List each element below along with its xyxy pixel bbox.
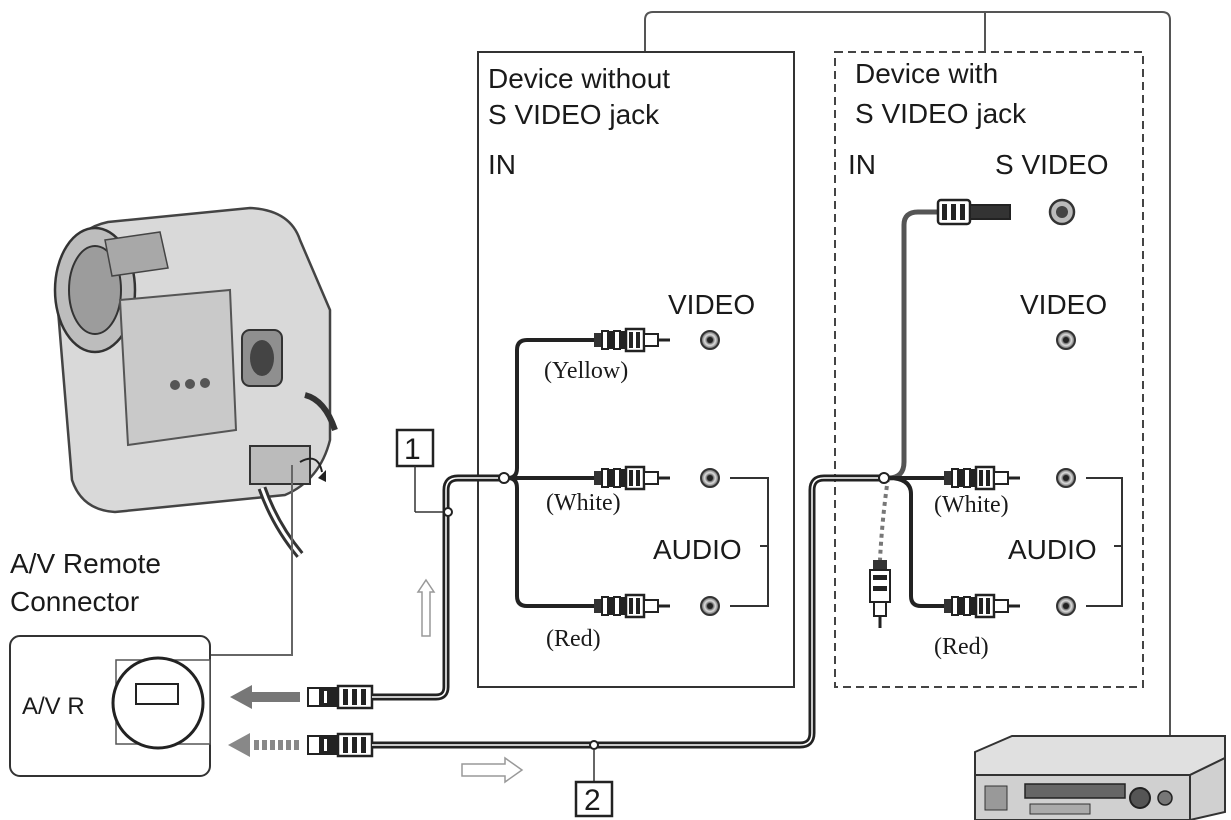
- direction-arrow-up: [416, 578, 436, 637]
- connector-caption-line2: Connector: [10, 586, 139, 617]
- connector-inset: [9, 635, 211, 777]
- av-plug-1: [306, 684, 374, 710]
- panel-without-title-line1: Device without: [488, 63, 670, 94]
- panel-without-audio-label: AUDIO: [653, 534, 742, 565]
- svideo-plug: [936, 198, 1011, 226]
- cable-1: [372, 338, 594, 701]
- panel-with-title-line1: Device with: [855, 58, 998, 89]
- jack-audio-white-with: [1056, 468, 1076, 488]
- label-yellow: (Yellow): [544, 358, 628, 384]
- panel-without-in-label: IN: [488, 149, 516, 180]
- jack-video: [700, 330, 720, 350]
- panel-with-svideo-label: S VIDEO: [995, 149, 1109, 180]
- unused-video-plug: [869, 560, 891, 628]
- audio-bracket-without: [730, 477, 769, 607]
- direction-arrow-right: [461, 756, 524, 784]
- panel-without-svideo: [477, 51, 795, 688]
- cable-2: [372, 209, 944, 749]
- label-white-with: (White): [934, 492, 1009, 518]
- jack-audio-red-with: [1056, 596, 1076, 616]
- panel-without-video-label: VIDEO: [668, 289, 755, 320]
- panel-with-in-label: IN: [848, 149, 876, 180]
- label-white-without: (White): [546, 490, 621, 516]
- camcorder-illustration: [53, 206, 338, 558]
- panel-without-title-line2: S VIDEO jack: [488, 99, 660, 130]
- callout-1: [395, 428, 453, 517]
- callout-2-number: 2: [584, 784, 601, 817]
- panel-with-title-line2: S VIDEO jack: [855, 98, 1027, 129]
- connector-leader-line: [210, 465, 293, 656]
- av-plug-2: [306, 732, 374, 758]
- callout-1-number: 1: [404, 433, 421, 466]
- vcr-illustration: [974, 735, 1226, 820]
- panel-with-audio-label: AUDIO: [1008, 534, 1097, 565]
- panel-with-svideo: [834, 51, 1144, 688]
- jack-video-with: [1056, 330, 1076, 350]
- plug-in-arrow-solid: [230, 685, 300, 709]
- jack-audio-red: [700, 596, 720, 616]
- label-red-with: (Red): [934, 634, 989, 660]
- svideo-jack: [1048, 198, 1076, 226]
- audio-bracket-with: [1086, 477, 1123, 607]
- cable-1-splitter: [498, 472, 510, 484]
- plug-in-arrow-dotted: [228, 733, 299, 757]
- jack-audio-white: [700, 468, 720, 488]
- panel-with-video-label: VIDEO: [1020, 289, 1107, 320]
- label-red-without: (Red): [546, 626, 601, 652]
- connector-caption-line1: A/V Remote: [10, 548, 161, 579]
- device-bracket-line: [644, 11, 1171, 755]
- connector-jack-label: A/V R: [22, 693, 85, 720]
- callout-2: [574, 740, 614, 818]
- cable-2-splitter: [878, 472, 890, 484]
